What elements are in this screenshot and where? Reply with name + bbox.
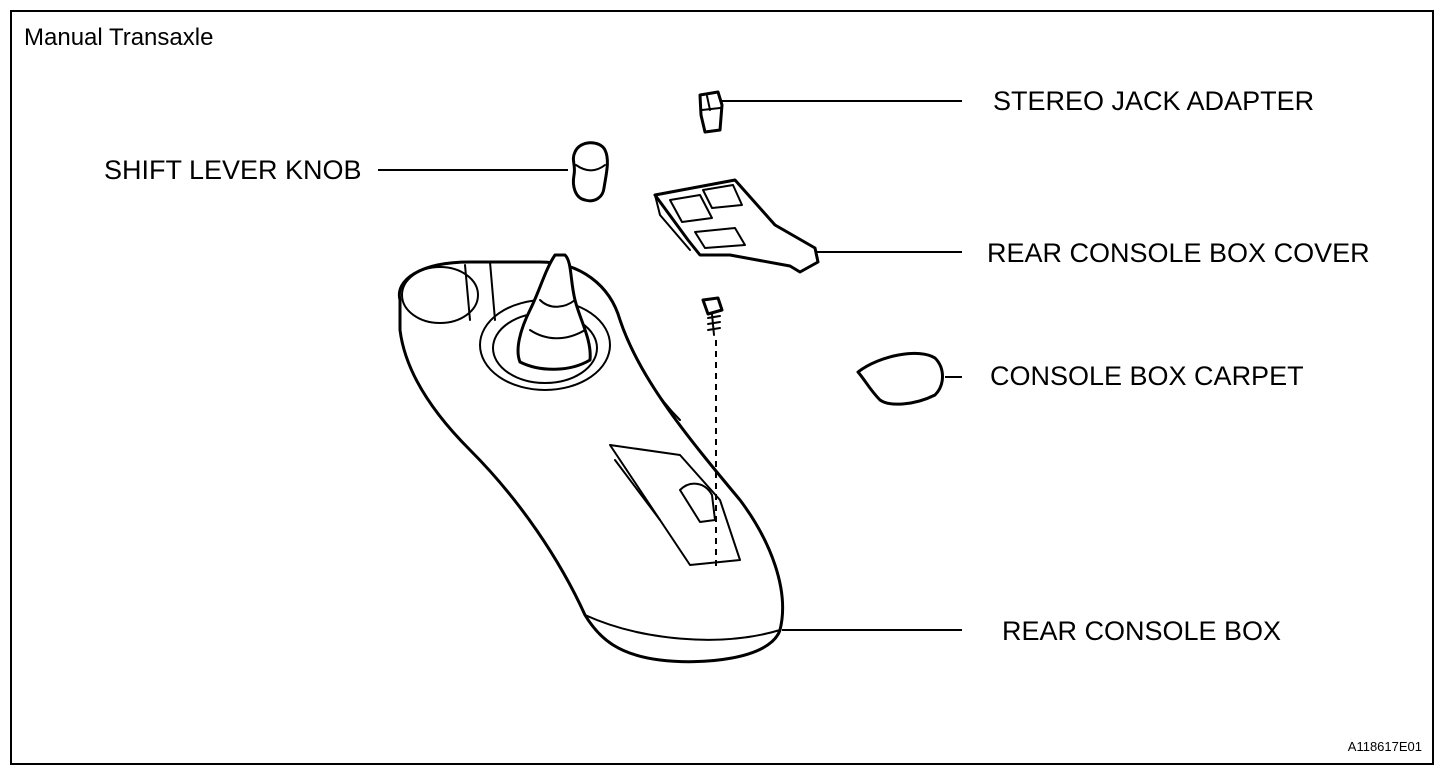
label-rear-console-box: REAR CONSOLE BOX [1002, 616, 1282, 646]
screw-part [701, 296, 724, 570]
label-console-box-carpet: CONSOLE BOX CARPET [990, 361, 1304, 391]
figure-id: A118617E01 [1347, 739, 1422, 754]
rear-console-box-part [397, 253, 785, 664]
label-rear-console-box-cover: REAR CONSOLE BOX COVER [987, 238, 1370, 268]
stereo-jack-adapter-part [698, 90, 724, 134]
label-shift-lever-knob: SHIFT LEVER KNOB [104, 155, 362, 185]
label-stereo-jack-adapter: STEREO JACK ADAPTER [993, 86, 1315, 116]
rear-console-box-cover-part [653, 178, 820, 274]
diagram-title: Manual Transaxle [24, 24, 214, 51]
console-box-carpet-part [856, 351, 944, 406]
shift-lever-knob-part [571, 141, 609, 203]
